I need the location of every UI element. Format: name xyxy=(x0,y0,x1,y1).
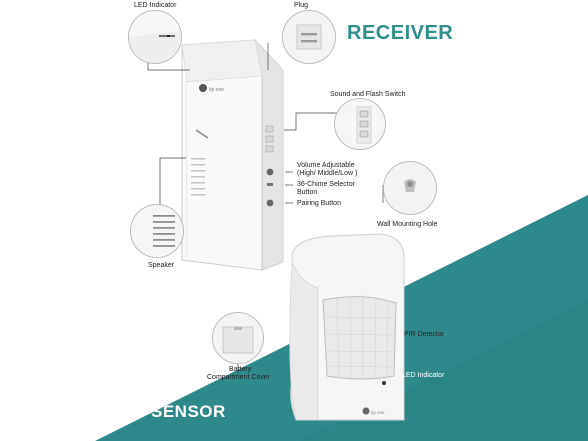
callout-sound-flash-switch xyxy=(334,98,386,150)
label-chime-line2: Button xyxy=(297,189,318,196)
receiver-device: by one xyxy=(181,38,284,271)
callout-wall-mounting-hole xyxy=(383,161,437,215)
sensor-logo xyxy=(362,407,370,415)
label-battery-line2: Compartment Cover xyxy=(207,374,271,381)
receiver-title: RECEIVER xyxy=(347,22,454,44)
sensor-device: by one xyxy=(289,233,405,421)
pairing-button-dot xyxy=(266,199,274,207)
label-sound-flash-switch: Sound and Flash Switch xyxy=(330,91,406,98)
pir-lens-grid xyxy=(323,295,397,381)
svg-text:by one: by one xyxy=(371,410,385,415)
sensor-led xyxy=(382,381,386,385)
chime-button xyxy=(267,183,273,186)
callout-battery-cover xyxy=(212,312,264,364)
callout-plug xyxy=(282,10,336,64)
label-chime-line1: 36-Chime Selector xyxy=(297,181,355,188)
svg-text:by one: by one xyxy=(209,87,224,93)
label-volume-line1: Volume Adjustable xyxy=(297,162,355,169)
label-led-indicator-bottom: LED Indicator xyxy=(402,372,445,379)
callout-led-indicator xyxy=(128,10,182,64)
volume-knob xyxy=(266,168,274,176)
label-pir-detector: PIR Detector xyxy=(404,331,445,338)
label-plug: Plug xyxy=(294,2,309,9)
side-switches xyxy=(265,125,274,153)
label-battery-line1: Battery xyxy=(229,366,252,373)
label-speaker: Speaker xyxy=(148,262,175,269)
sensor-title: SENSOR xyxy=(151,402,226,421)
speaker-grille xyxy=(191,158,205,196)
label-wall-mounting-hole: Wall Mounting Hole xyxy=(377,221,438,228)
label-volume-line2: (High/ Middle/Low ) xyxy=(297,170,358,177)
label-led-indicator-top: LED Indicator xyxy=(134,2,177,9)
callout-speaker xyxy=(130,204,184,258)
label-pairing-button: Pairing Button xyxy=(297,200,341,207)
receiver-led-slot xyxy=(195,129,209,139)
receiver-logo xyxy=(199,84,207,92)
